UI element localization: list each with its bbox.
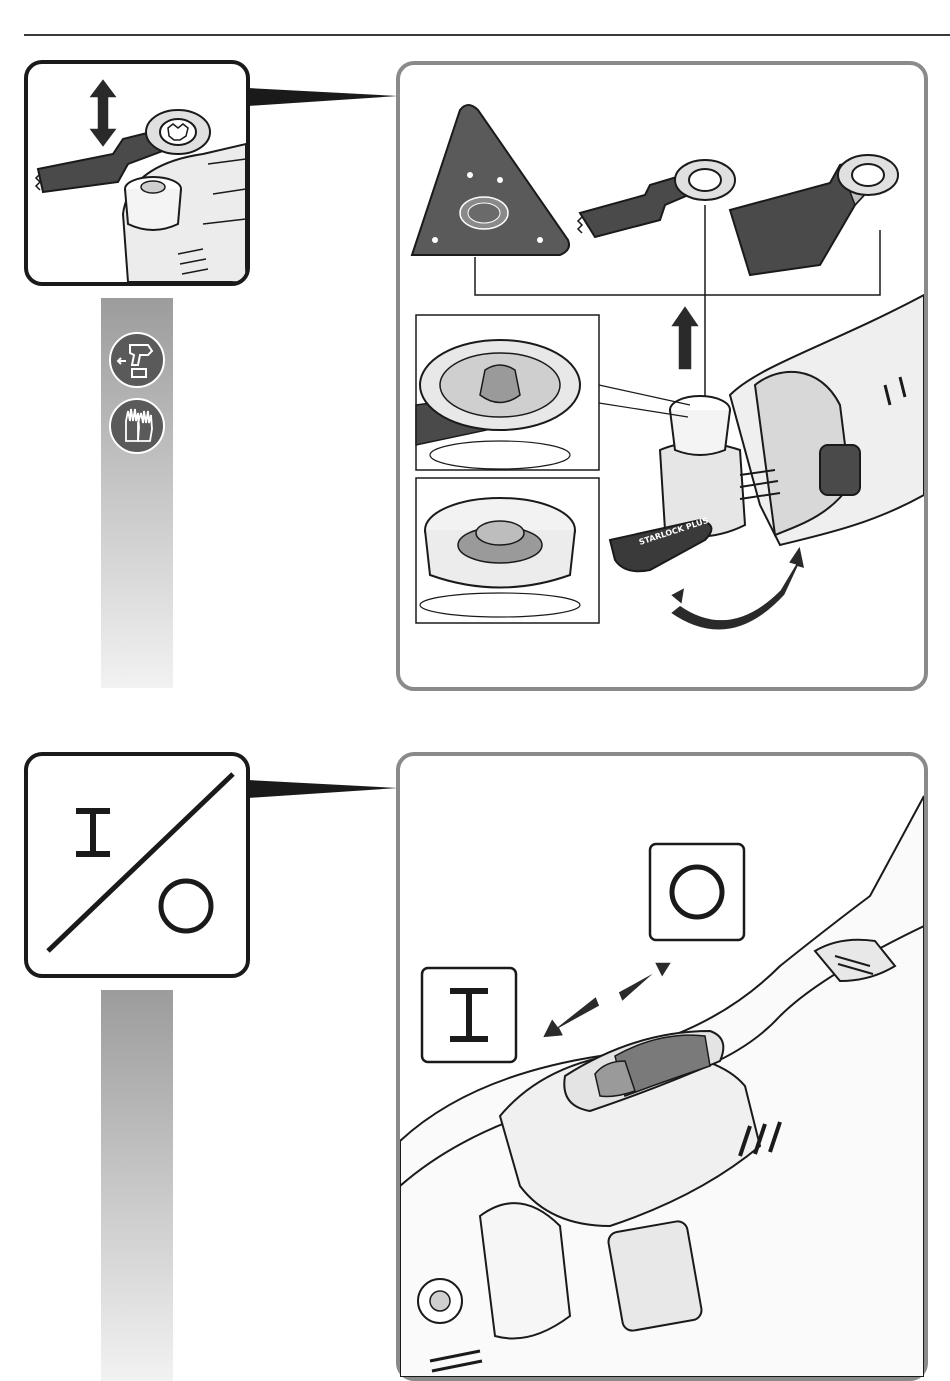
detail-clamp-bottom: [416, 478, 599, 623]
on-off-panel: [396, 752, 928, 1381]
blade-change-thumbnail: [24, 60, 250, 286]
callout-pointer: [246, 84, 406, 124]
blade-change-illustration: STARLOCK PLUS: [400, 65, 924, 687]
wear-gloves-icon: [108, 397, 166, 455]
plunge-blade-icon: [578, 160, 735, 237]
arrow-toward-on-icon: [542, 996, 600, 1038]
remove-battery-icon: [108, 331, 166, 389]
detail-clamp-top: [416, 315, 599, 470]
callout-pointer: [246, 776, 406, 816]
blade-change-panel: STARLOCK PLUS: [396, 61, 928, 691]
wide-saw-blade-icon: [730, 155, 898, 275]
side-strip: [101, 990, 173, 1381]
on-off-illustration: [400, 756, 924, 1377]
on-off-thumbnail: [24, 752, 250, 978]
arrow-up-icon: [670, 305, 700, 370]
header-rule: [24, 34, 950, 36]
sanding-pad-icon: [412, 105, 569, 255]
on-position-label: [422, 968, 516, 1062]
blade-change-icon: [28, 64, 246, 282]
multitool-illustration: STARLOCK PLUS: [610, 295, 924, 630]
rotate-arrow-icon: [670, 545, 805, 630]
on-off-switch-icon: [28, 756, 246, 974]
off-position-label: [650, 844, 744, 940]
arrow-toward-off-icon: [618, 962, 672, 1002]
